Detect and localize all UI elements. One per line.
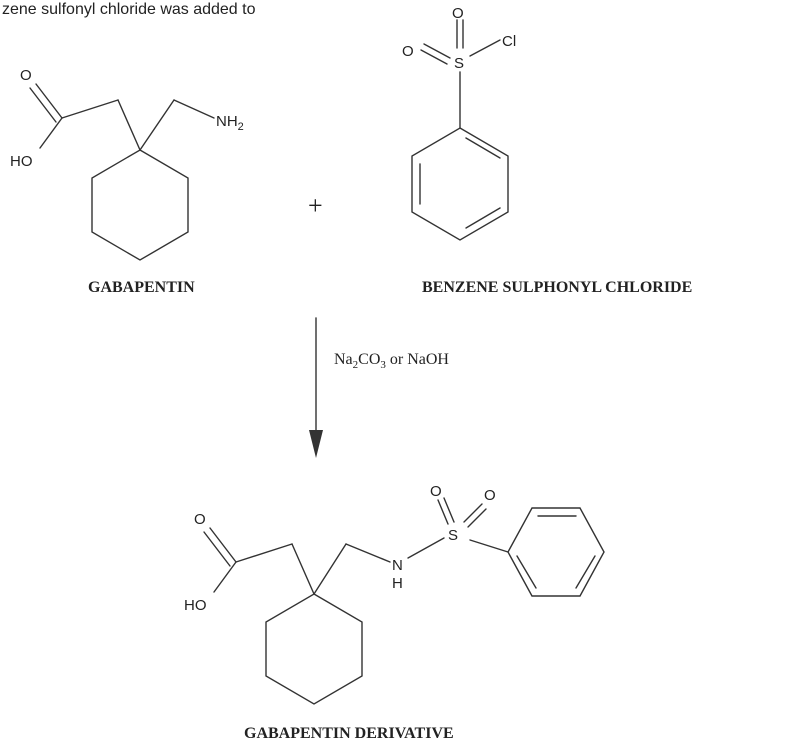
sulfonyl-cl: Cl — [502, 33, 516, 50]
gabapentin-structure — [29, 83, 215, 261]
plus-sign: + — [308, 191, 323, 220]
gabapentin-hydroxyl: HO — [10, 153, 33, 170]
top-text: zene sulfonyl chloride was added to — [2, 1, 256, 18]
benzenesulfonyl-chloride-structure — [411, 19, 509, 241]
gabapentin-derivative-structure — [203, 497, 605, 705]
product-o-right: O — [484, 487, 496, 504]
cyclohexane-ring-product — [265, 593, 363, 705]
product-nh-h: H — [392, 575, 403, 592]
sulfonyl-o-left: O — [402, 43, 414, 60]
benzene-ring-product — [507, 507, 605, 597]
product-hydroxyl: HO — [184, 597, 207, 614]
reaction-arrow — [309, 317, 323, 458]
product-s: S — [448, 527, 458, 544]
gabapentin-label: GABAPENTIN — [88, 279, 195, 296]
sulfonyl-o-top: O — [452, 5, 464, 22]
gabapentin-amine: NH2 — [216, 113, 244, 133]
product-o-left: O — [430, 483, 442, 500]
benzene-ring-top — [411, 127, 509, 241]
gabapentin-derivative-label: GABAPENTIN DERIVATIVE — [244, 725, 454, 742]
reagent-label: Na2CO3 or NaOH — [334, 351, 449, 371]
cyclohexane-ring — [91, 149, 189, 261]
benzenesulfonyl-chloride-label: BENZENE SULPHONYL CHLORIDE — [422, 279, 692, 296]
gabapentin-carbonyl-o: O — [20, 67, 32, 84]
product-carbonyl-o: O — [194, 511, 206, 528]
sulfonyl-s: S — [454, 55, 464, 72]
product-n: N — [392, 557, 403, 574]
